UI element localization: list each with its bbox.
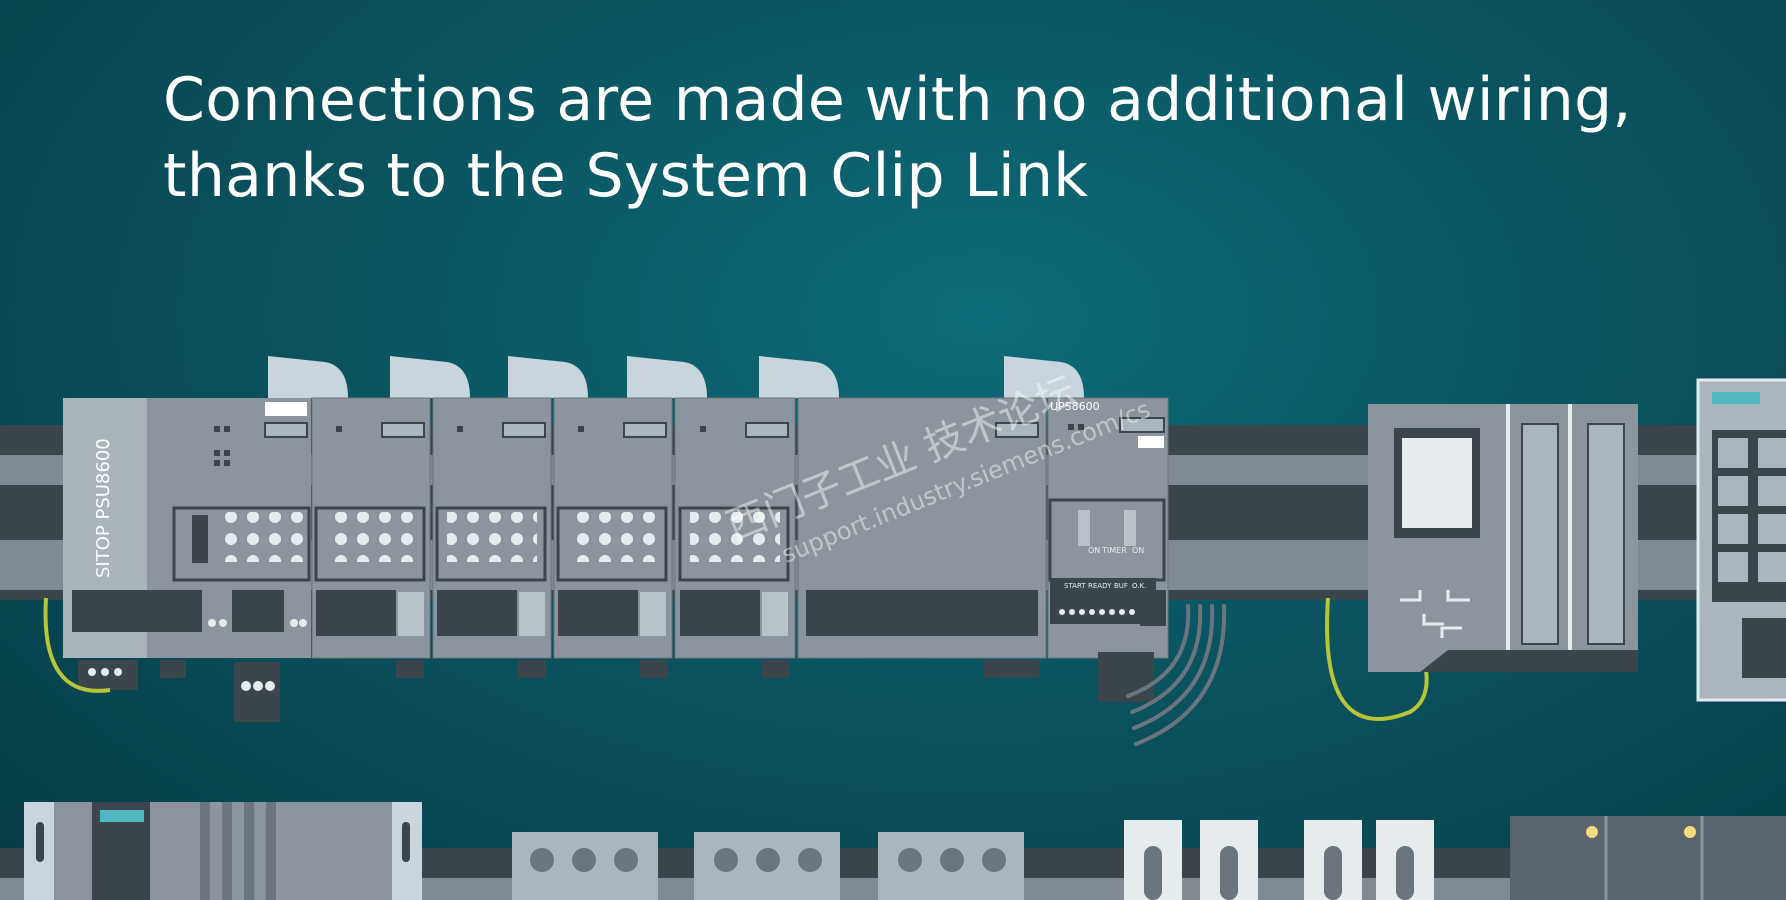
indicator-ready: READY [1088,582,1112,590]
network-switch-device [1696,378,1786,702]
controller-device [1368,404,1638,672]
lower-device-left [24,802,422,900]
expansion-module-4 [674,397,796,678]
expansion-module-3 [553,397,673,678]
headline-line-2: thanks to the System Clip Link [163,141,1089,211]
ups-terminal-dots [1059,609,1135,615]
ups8600-module: UPS8600 ON TIMER ON START READY BUF O.K. [1047,397,1169,702]
ups-timer-labels: ON TIMER ON [1088,546,1144,555]
lower-terminal-blocks [512,832,1024,900]
expansion-module-1 [311,397,431,678]
headline: Connections are made with no additional … [163,62,1632,214]
expansion-module-2 [432,397,552,678]
lower-device-right [1510,816,1786,900]
expansion-modules [311,397,796,678]
timer-label-timer: TIMER [1101,546,1127,555]
psu8600-module: SITOP PSU8600 [63,398,311,722]
ups-label: UPS8600 [1050,400,1100,413]
lower-fuse-holders [1124,820,1434,900]
indicator-buf: BUF [1114,582,1128,590]
indicator-ok: O.K. [1132,582,1146,590]
indicator-start: START [1064,582,1086,590]
ground-wire-right [1325,597,1429,721]
timer-label-on-right: ON [1132,546,1144,555]
headline-line-1: Connections are made with no additional … [163,65,1632,135]
timer-label-on-left: ON [1088,546,1100,555]
buffer-module [797,397,1047,678]
psu-label: SITOP PSU8600 [93,438,114,578]
module-clip-tabs [268,356,1084,398]
ups-cables [1126,604,1227,746]
ups-indicator-labels: START READY BUF O.K. [1064,582,1146,590]
ground-wire-left [43,597,111,693]
